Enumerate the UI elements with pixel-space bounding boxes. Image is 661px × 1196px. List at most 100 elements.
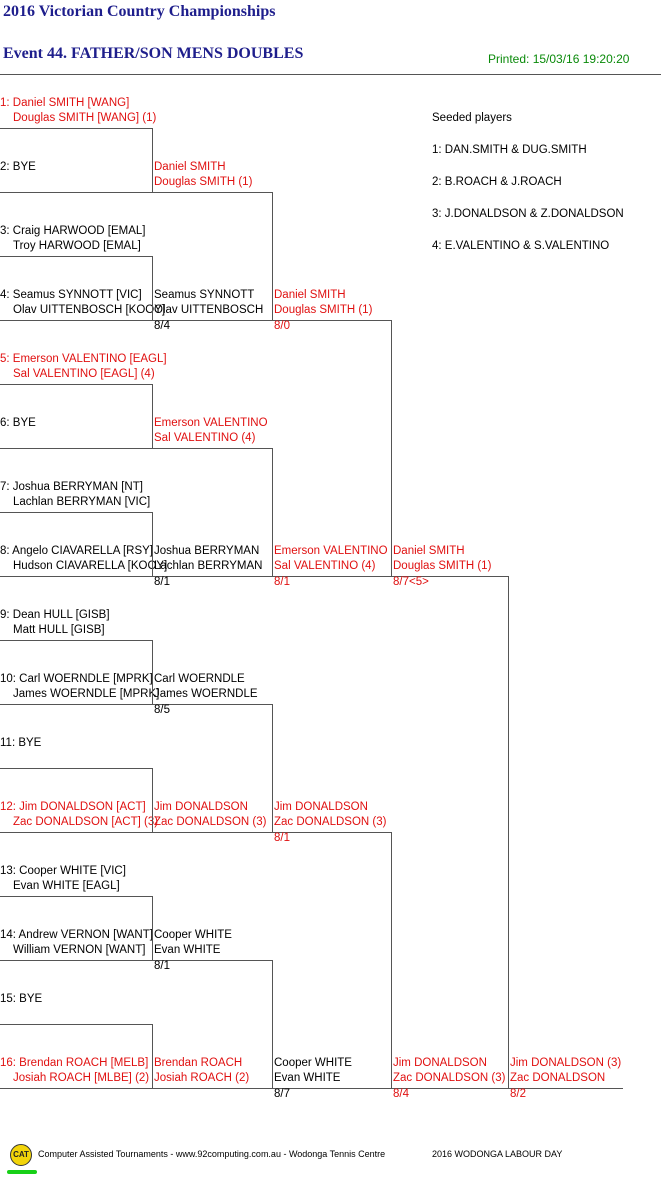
bracket-line [391, 1088, 508, 1089]
seeded-item: 1: DAN.SMITH & DUG.SMITH [432, 144, 587, 156]
team-line-2: James WOERNDLE [MPRK] [13, 688, 160, 700]
winner-line-2: Olav UITTENBOSCH [154, 304, 264, 316]
bracket-connector [152, 768, 153, 833]
winner-line-2: Lachlan BERRYMAN [154, 560, 263, 572]
bracket-connector [152, 1024, 153, 1089]
tournament-title: 2016 Victorian Country Championships [3, 3, 276, 20]
seeded-item: 4: E.VALENTINO & S.VALENTINO [432, 240, 610, 252]
bracket-line [0, 832, 152, 833]
team-line-1: 4: Seamus SYNNOTT [VIC] [0, 289, 142, 301]
team-line-1: 5: Emerson VALENTINO [EAGL] [0, 353, 167, 365]
footer-event: 2016 WODONGA LABOUR DAY [432, 1149, 563, 1159]
winner-line-1: Jim DONALDSON (3) [510, 1057, 622, 1069]
match-score: 8/1 [154, 576, 170, 588]
bracket-line [152, 192, 272, 193]
team-line-1: 1: Daniel SMITH [WANG] [0, 97, 130, 109]
bracket-line [272, 832, 391, 833]
team-line-2: Lachlan BERRYMAN [VIC] [13, 496, 151, 508]
match-score: 8/1 [274, 832, 290, 844]
bracket-connector [272, 192, 273, 321]
team-line-1: 13: Cooper WHITE [VIC] [0, 865, 126, 877]
match-score: 8/7 [274, 1088, 290, 1100]
winner-line-1: Cooper WHITE [154, 929, 232, 941]
winner-line-2: Evan WHITE [154, 944, 221, 956]
team-line-1: 8: Angelo CIAVARELLA [RSY] [0, 545, 153, 557]
bracket-line [0, 896, 152, 897]
team-line-2: Olav UITTENBOSCH [KOOY] [13, 304, 166, 316]
bracket-connector [152, 384, 153, 449]
bracket-line [0, 576, 152, 577]
header-divider [0, 74, 661, 75]
match-score: 8/7<5> [393, 576, 429, 588]
team-line-2: Troy HARWOOD [EMAL] [13, 240, 141, 252]
cat-logo: CAT [10, 1144, 32, 1166]
bracket-line [391, 576, 508, 577]
bracket-line [152, 704, 272, 705]
winner-line-2: Zac DONALDSON (3) [393, 1072, 506, 1084]
bracket-connector [272, 704, 273, 833]
team-line-1: 14: Andrew VERNON [WANT] [0, 929, 153, 941]
winner-line-1: Jim DONALDSON [154, 801, 248, 813]
bracket-line [0, 448, 152, 449]
winner-line-2: Douglas SMITH (1) [154, 176, 253, 188]
bracket-connector [272, 960, 273, 1089]
bracket-connector [391, 832, 392, 1089]
cat-logo-underline [7, 1170, 37, 1174]
winner-line-2: Douglas SMITH (1) [393, 560, 492, 572]
bracket-line [0, 128, 152, 129]
bracket-connector [152, 512, 153, 577]
team-line-2: Evan WHITE [EAGL] [13, 880, 120, 892]
winner-line-1: Emerson VALENTINO [154, 417, 268, 429]
bracket-connector [508, 576, 509, 1089]
winner-line-2: James WOERNDLE [154, 688, 258, 700]
bracket-line [152, 320, 272, 321]
team-line-1: 7: Joshua BERRYMAN [NT] [0, 481, 143, 493]
bracket-line [152, 1088, 272, 1089]
bracket-connector [152, 256, 153, 321]
winner-line-1: Daniel SMITH [154, 161, 226, 173]
winner-line-2: Zac DONALDSON (3) [274, 816, 387, 828]
match-score: 8/2 [510, 1088, 526, 1100]
bracket-line [0, 512, 152, 513]
bracket-connector [272, 448, 273, 577]
winner-line-1: Cooper WHITE [274, 1057, 352, 1069]
team-line-1: 10: Carl WOERNDLE [MPRK] [0, 673, 153, 685]
team-line-1: 11: BYE [0, 737, 42, 749]
printed-timestamp: Printed: 15/03/16 19:20:20 [488, 52, 630, 66]
winner-line-1: Carl WOERNDLE [154, 673, 245, 685]
bracket-line [152, 832, 272, 833]
match-score: 8/1 [274, 576, 290, 588]
match-score: 8/5 [154, 704, 170, 716]
event-title: Event 44. FATHER/SON MENS DOUBLES [3, 45, 304, 62]
bracket-line [0, 192, 152, 193]
winner-line-1: Jim DONALDSON [393, 1057, 487, 1069]
winner-line-2: Josiah ROACH (2) [154, 1072, 250, 1084]
winner-line-2: Sal VALENTINO (4) [274, 560, 376, 572]
team-line-1: 12: Jim DONALDSON [ACT] [0, 801, 146, 813]
team-line-2: Zac DONALDSON [ACT] (3) [13, 816, 159, 828]
bracket-line [152, 448, 272, 449]
footer-text: Computer Assisted Tournaments - www.92co… [38, 1149, 386, 1159]
bracket-line [272, 320, 391, 321]
team-line-2: Douglas SMITH [WANG] (1) [13, 112, 157, 124]
bracket-line [152, 960, 272, 961]
seeded-item: 3: J.DONALDSON & Z.DONALDSON [432, 208, 624, 220]
winner-line-2: Sal VALENTINO (4) [154, 432, 256, 444]
team-line-1: 15: BYE [0, 993, 43, 1005]
team-line-1: 9: Dean HULL [GISB] [0, 609, 110, 621]
bracket-line [272, 1088, 391, 1089]
winner-line-1: Jim DONALDSON [274, 801, 368, 813]
bracket-connector [152, 128, 153, 193]
bracket-line [508, 1088, 623, 1089]
team-line-1: 6: BYE [0, 417, 36, 429]
bracket-line [0, 256, 152, 257]
team-line-1: 16: Brendan ROACH [MELB] [0, 1057, 149, 1069]
bracket-line [0, 768, 152, 769]
winner-line-2: Zac DONALDSON (3) [154, 816, 267, 828]
bracket-connector [152, 896, 153, 961]
bracket-connector [391, 320, 392, 577]
bracket-line [0, 704, 152, 705]
match-score: 8/1 [154, 960, 170, 972]
team-line-1: 2: BYE [0, 161, 36, 173]
seeded-heading: Seeded players [432, 112, 512, 124]
